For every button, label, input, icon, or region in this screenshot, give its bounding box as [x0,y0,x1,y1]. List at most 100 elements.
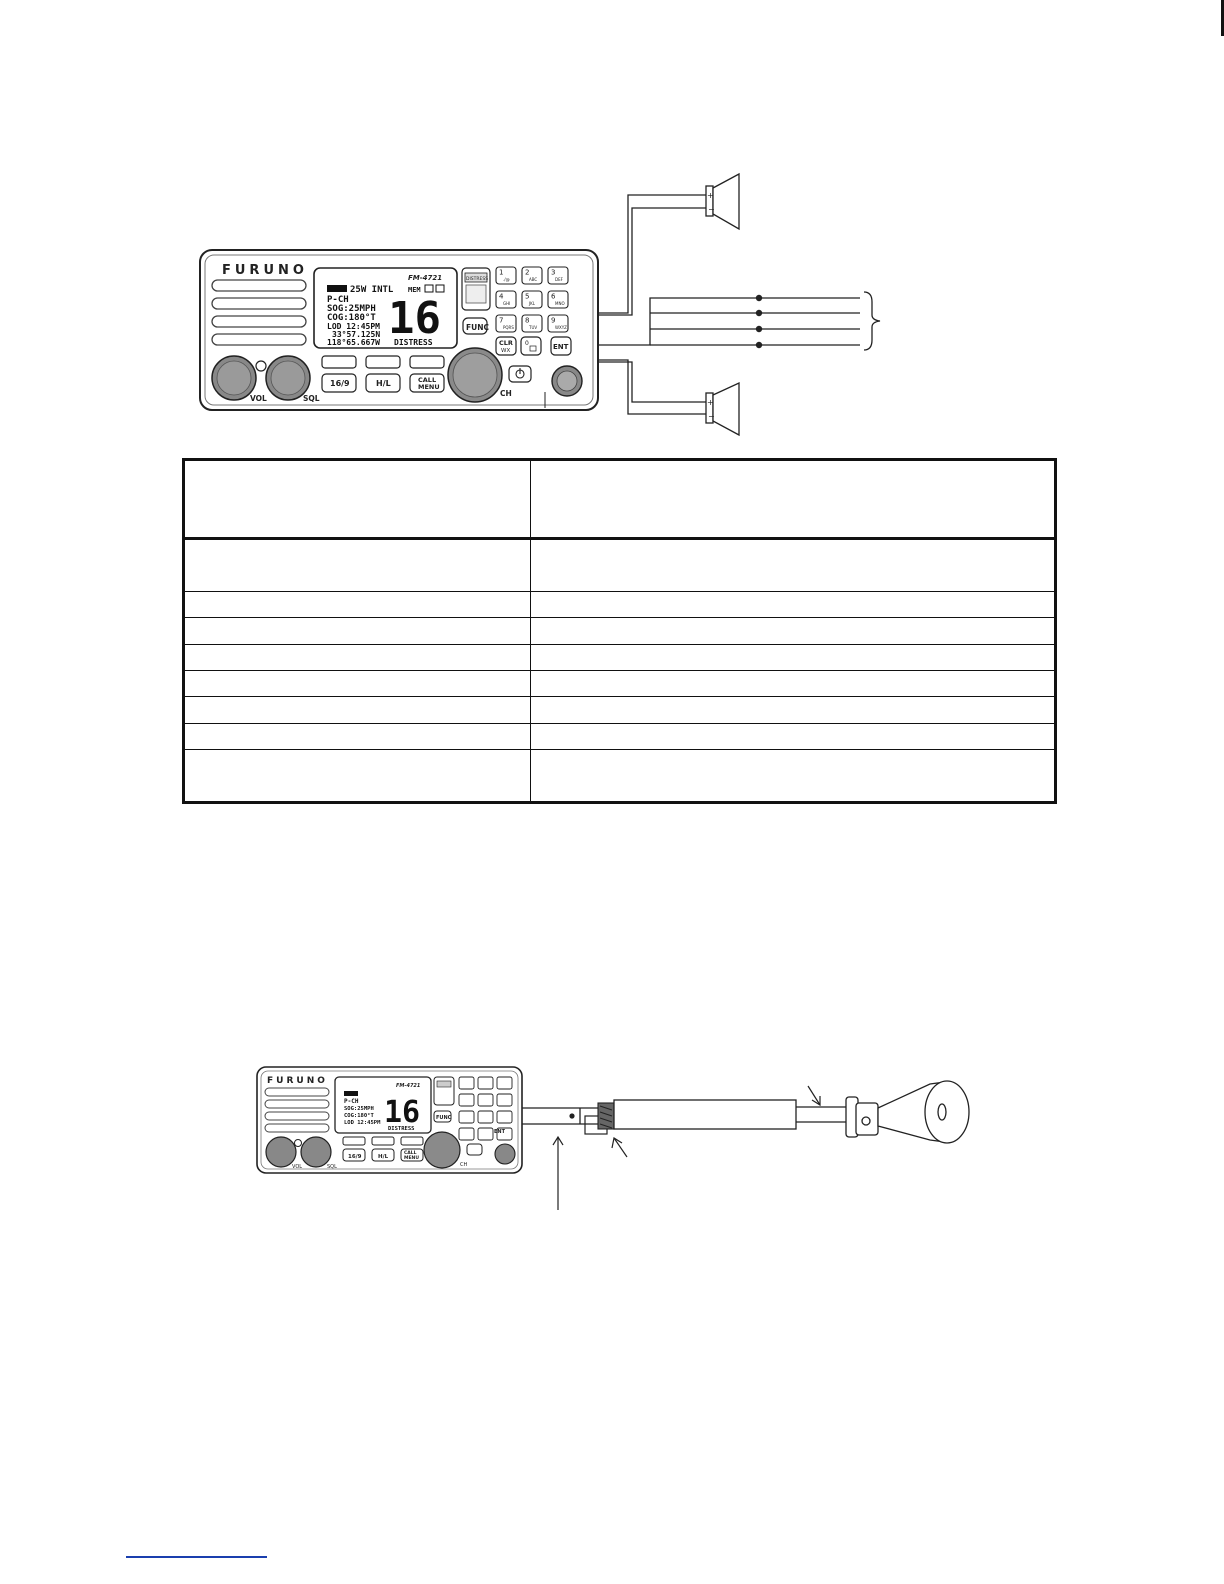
keypad-key-small-1[interactable] [458,1076,475,1090]
brand-logo: FURUNO [222,263,308,278]
svg-text:+: + [707,398,714,407]
channel-knob[interactable] [447,347,503,403]
sql-label-small: SQL [327,1164,337,1170]
sixteen-nine-button[interactable]: 16/9 [321,373,357,393]
keypad-key-small-6[interactable] [496,1093,513,1107]
lcd-small-line2: P-CH [344,1098,359,1105]
call-small: CALL [404,1150,417,1156]
hailer-diagram: FURUNO FM-4721 P-CH SOG:25MPH COG:180°T … [256,1066,970,1210]
sql-knob[interactable] [265,355,311,401]
sixteen-nine-small: 16/9 [348,1154,362,1160]
keypad-key-small-2[interactable] [477,1076,494,1090]
ch-label-small: CH [460,1162,467,1168]
lcd-line2: P-CH [327,295,349,305]
keypad-key-small-ent[interactable] [496,1127,513,1141]
keypad-key-number: 6 [551,293,556,301]
table-cell-label [183,617,531,645]
soft-keys[interactable] [321,355,445,369]
table-cell-label [183,643,531,672]
speaker-wiring-top [598,194,706,316]
distress-button[interactable]: DISTRESS [461,267,491,311]
keypad-key-letters: ABC [529,277,537,282]
hi-lo-small: H/L [378,1154,389,1160]
table-cell-value [530,749,1056,803]
lcd-line6: 33°57.125N [332,330,380,339]
keypad-key-small-zero[interactable] [477,1127,494,1141]
four-wire-bundle [598,297,860,346]
table-cell-label [183,538,531,592]
svg-text:WX: WX [501,348,510,354]
keypad-key-letters: ./@ [503,277,510,282]
table-row [183,590,1056,619]
keypad-key-number: 5 [525,293,529,301]
svg-text:CALL: CALL [418,376,436,384]
cable-sleeve [613,1099,797,1130]
func-button[interactable]: FUNC [462,317,489,335]
keypad-key-small-8[interactable] [477,1110,494,1124]
power-button[interactable] [508,365,532,383]
table-cell-label [183,458,531,541]
keypad-key-number: 4 [499,293,504,301]
vol-label-small: VOL [292,1164,302,1170]
lcd-small-status: DISTRESS [388,1126,415,1132]
svg-text:FUNC: FUNC [466,323,489,332]
table-cell-value [530,458,1056,541]
zero-button[interactable]: 0 [520,336,542,356]
radio-unit-bottom: FURUNO FM-4721 P-CH SOG:25MPH COG:180°T … [256,1066,523,1174]
clr-wx-button[interactable]: CLR WX [495,336,517,356]
bundle-brace [863,291,881,351]
table-row [183,538,1056,592]
lcd-small-line4: COG:180°T [344,1113,374,1119]
keypad-key-number: 8 [525,317,529,325]
keypad-key-number: 2 [525,269,529,277]
keypad-key-small-clr[interactable] [458,1127,475,1141]
lcd-line7: 118°65.667W [327,338,380,347]
radio-unit-top: FURUNO FM-4721 25W INTL MEM P-CH SOG:25M… [199,249,599,411]
keypad-key-small-5[interactable] [477,1093,494,1107]
table-cell-value [530,617,1056,645]
keypad-key-small-3[interactable] [496,1076,513,1090]
ent-button[interactable]: ENT [550,336,572,356]
ent-small: ENT [494,1129,506,1135]
keypad-key-letters: WXYZ [555,325,567,330]
vol-knob[interactable] [211,355,257,401]
table-row [183,722,1056,751]
footer-link-underline[interactable] [126,1556,267,1558]
model-label: FM-4721 [408,274,442,282]
cable-to-horn [796,1106,848,1123]
hi-lo-button[interactable]: H/L [365,373,401,393]
lcd-mem: MEM [408,286,421,294]
keypad-key-small-4[interactable] [458,1093,475,1107]
svg-text:H/L: H/L [376,379,391,388]
svg-text:16/9: 16/9 [330,379,350,388]
lcd-screen: FM-4721 25W INTL MEM P-CH SOG:25MPH COG:… [313,267,458,349]
brand-logo-small: FURUNO [267,1076,328,1086]
wire-junction-dots [755,294,763,349]
keypad-key-small-9[interactable] [496,1110,513,1124]
lcd-line5: LOD 12:45PM [327,322,380,331]
keypad-key-letters: GHI [503,301,510,306]
keypad-key-1[interactable]: 1./@ [495,266,517,285]
lcd-line3: SOG:25MPH [327,304,376,314]
lcd-channel: 16 [388,293,441,344]
lcd-small-line3: SOG:25MPH [344,1106,374,1112]
table-cell-label [183,722,531,751]
heat-shrink-coil [597,1102,615,1130]
svg-text:−: − [708,412,715,421]
table-row [183,670,1056,698]
vol-label: VOL [250,394,267,403]
keypad-key-letters: DEF [555,277,564,282]
table-cell-value [530,670,1056,698]
call-menu-button[interactable]: CALL MENU [409,373,445,393]
keypad-key-small-7[interactable] [458,1110,475,1124]
lcd-small-channel: 16 [384,1095,420,1130]
